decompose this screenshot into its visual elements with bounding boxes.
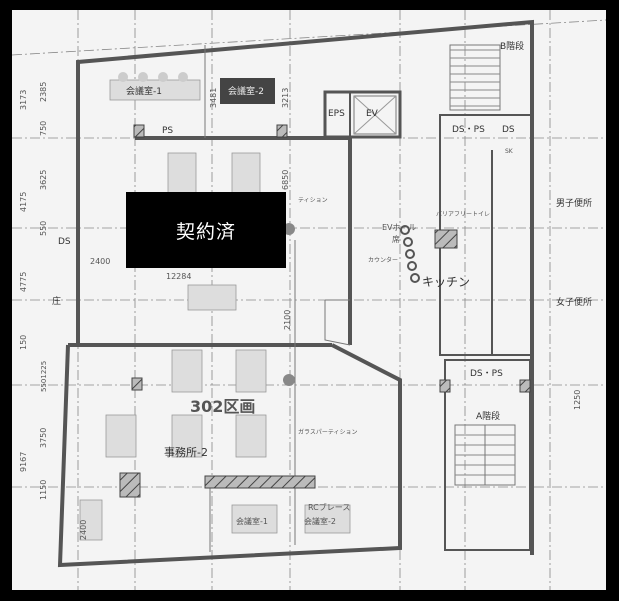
label-office: 事務所-2 [164, 445, 208, 459]
label-garden: 庄 [52, 295, 61, 307]
label-counter: カウンター [368, 256, 398, 264]
label-eps: EPS [328, 109, 345, 119]
label-meeting-lower-1: 会議室-1 [236, 516, 268, 526]
label-a-stairs: A階段 [476, 410, 500, 422]
label-ds-left: DS [58, 237, 71, 247]
svg-text:3173: 3173 [19, 90, 28, 110]
label-meeting-upper-2: 会議室-2 [228, 85, 264, 97]
label-womens-toilet: 女子便所 [556, 296, 592, 308]
dimension-labels: 3173 2385 750 4175 3625 550 4775 150 240… [19, 82, 582, 540]
svg-text:2385: 2385 [39, 82, 48, 102]
label-mens-toilet: 男子便所 [556, 197, 592, 209]
room-labels: 会議室-1 会議室-2 PS EPS EV DS・PS DS B階段 SK 男子… [52, 40, 592, 526]
svg-text:150: 150 [19, 335, 28, 350]
furniture [79, 72, 420, 541]
label-meeting-upper-1: 会議室-1 [126, 85, 162, 97]
label-ev: EV [366, 109, 379, 119]
svg-text:2400: 2400 [79, 520, 88, 540]
label-meeting-lower-2: 会議室-2 [304, 516, 336, 526]
label-b-stairs: B階段 [500, 40, 524, 52]
label-ds-ps-lower: DS・PS [470, 369, 503, 379]
svg-text:4775: 4775 [19, 272, 28, 292]
svg-text:750: 750 [39, 121, 48, 136]
contracted-stamp: 契約済 [126, 192, 286, 268]
svg-text:12284: 12284 [166, 272, 191, 281]
elevator-shaft [353, 95, 397, 135]
label-ps: PS [162, 126, 173, 136]
label-ev-hall: EVホール [382, 223, 417, 232]
label-seat: 席 [392, 234, 400, 244]
svg-text:1150: 1150 [39, 480, 48, 500]
svg-text:3213: 3213 [281, 88, 290, 108]
walls [57, 19, 534, 568]
svg-text:6850: 6850 [281, 170, 290, 190]
svg-text:5501225: 5501225 [40, 361, 48, 392]
svg-text:4175: 4175 [19, 192, 28, 212]
svg-text:3750: 3750 [39, 428, 48, 448]
label-glass-partition: ガラスパーティション [298, 428, 358, 436]
label-section: 302区画 [190, 397, 255, 416]
svg-text:1250: 1250 [573, 390, 582, 410]
label-partition-upper: ティション [298, 197, 328, 204]
svg-text:550: 550 [39, 221, 48, 236]
label-sk: SK [505, 148, 514, 155]
label-kitchen: キッチン [422, 275, 470, 289]
label-rc-brace: RCブレース [308, 502, 350, 512]
svg-text:3481: 3481 [209, 88, 218, 108]
svg-text:3625: 3625 [39, 170, 48, 190]
svg-text:2100: 2100 [283, 310, 292, 330]
svg-text:9167: 9167 [19, 452, 28, 472]
stairs-b [449, 44, 501, 111]
label-ds-upper: DS [502, 125, 515, 135]
stairs-a [454, 424, 516, 486]
columns [119, 124, 531, 498]
label-ds-ps-upper: DS・PS [452, 125, 485, 135]
label-barrier-free-toilet: バリアフリートイレ [436, 211, 490, 218]
svg-text:2400: 2400 [90, 257, 110, 266]
